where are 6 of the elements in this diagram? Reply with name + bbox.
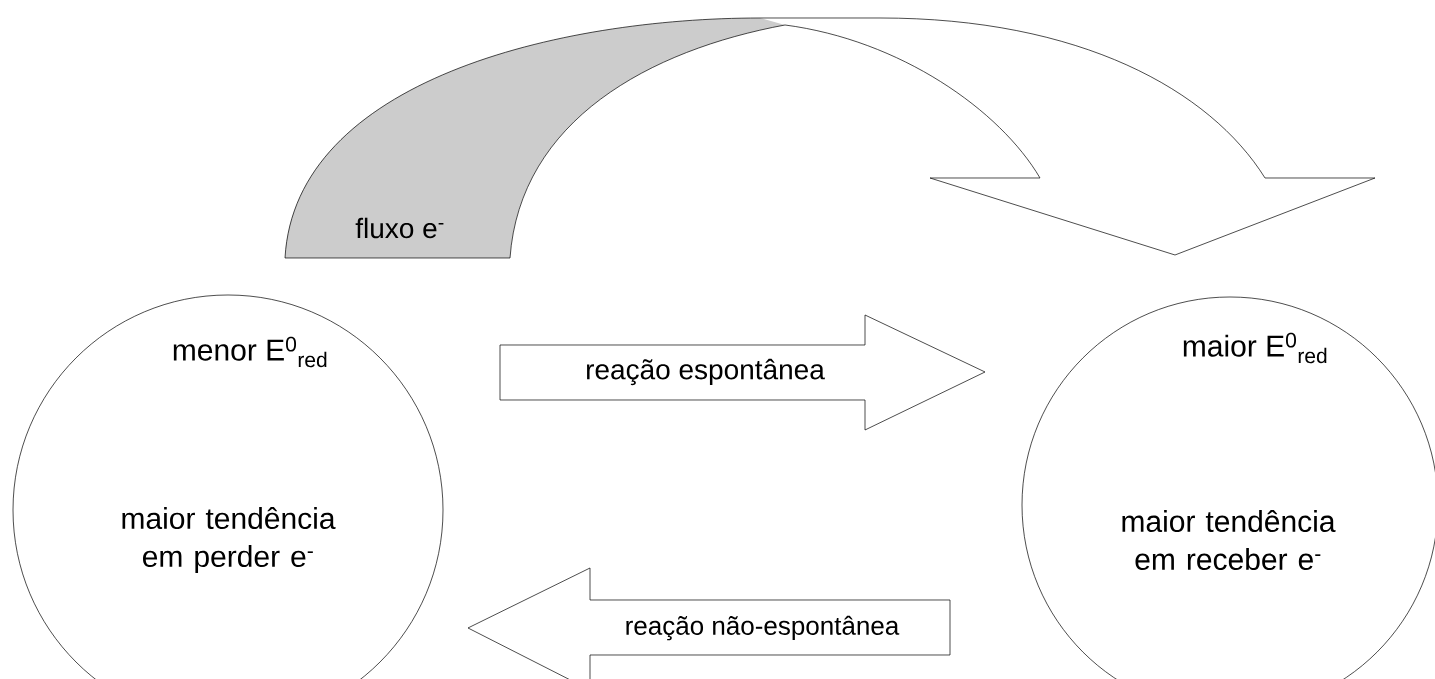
edge-label: reação espontânea: [587, 358, 825, 386]
edge-label: reação não-espontânea: [626, 615, 900, 641]
edge-label: fluxo e$^{-}$: [355, 217, 444, 239]
curved-arrow: [284, 17, 1376, 259]
block-arrow: [467, 567, 951, 679]
block-arrow: [499, 314, 986, 431]
